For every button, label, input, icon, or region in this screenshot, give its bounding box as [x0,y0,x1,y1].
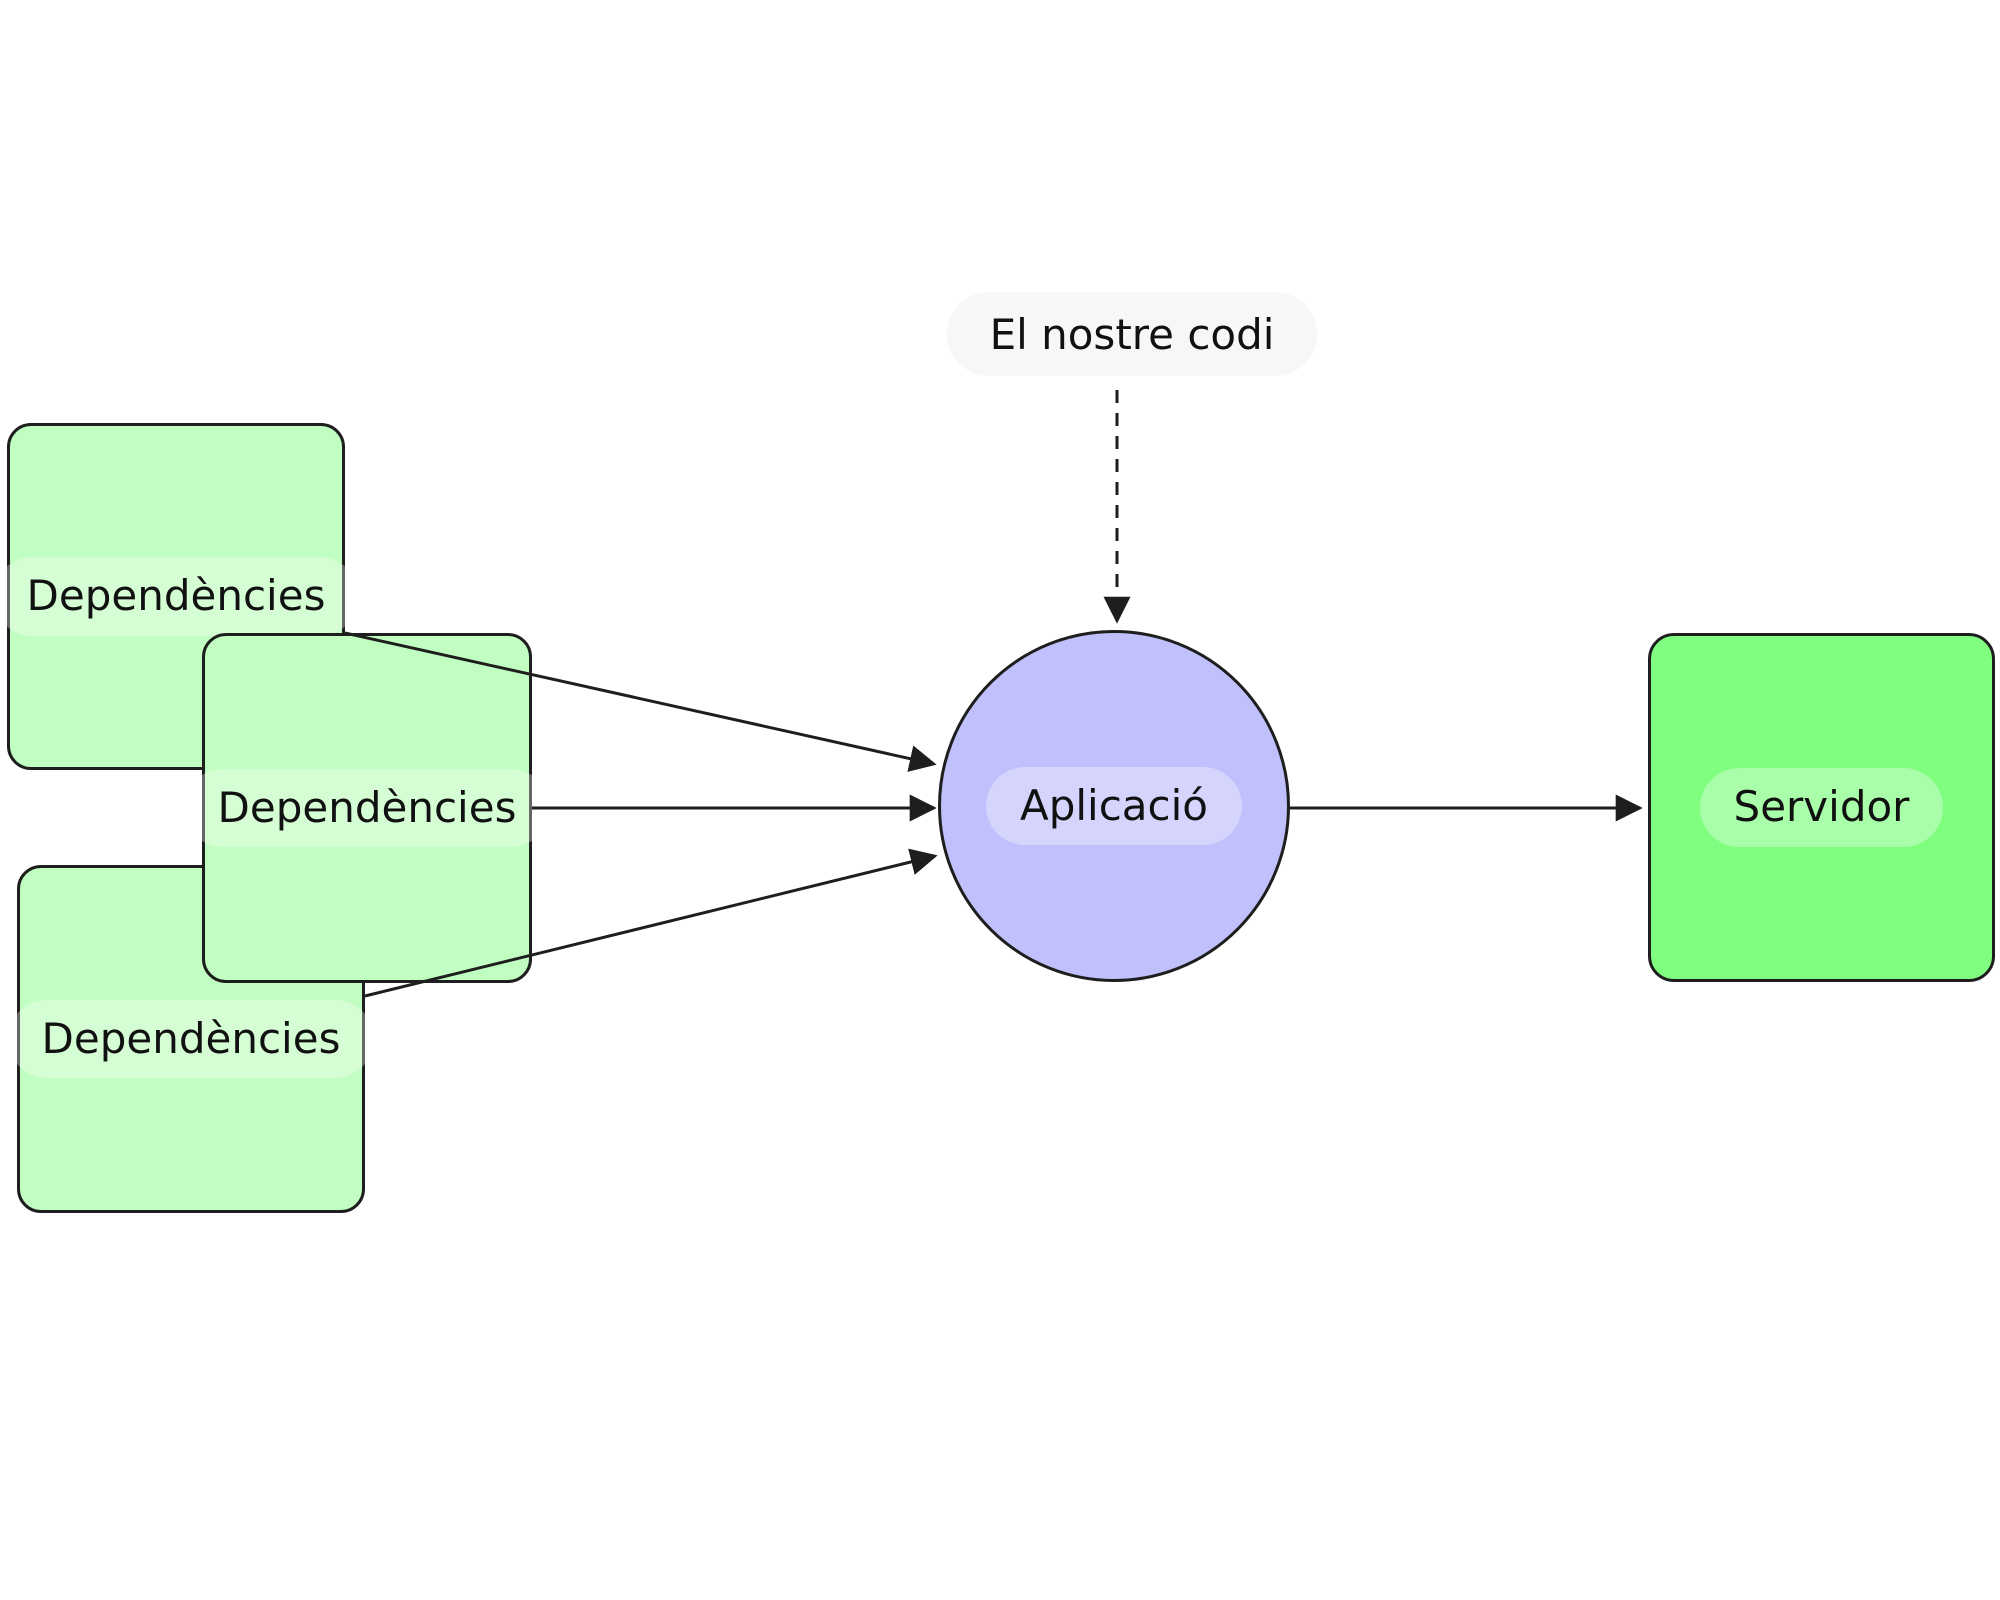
note-label: El nostre codi [989,309,1275,359]
note-el-nostre-codi: El nostre codi [947,292,1317,376]
node-servidor: Servidor [1648,633,1995,982]
node-aplicacio-label: Aplicació [985,766,1242,846]
node-dependencies-1-label: Dependències [0,557,360,636]
node-dependencies-2-label: Dependències [183,768,551,848]
node-dependencies-3-label: Dependències [7,999,375,1079]
node-aplicacio: Aplicació [938,630,1290,982]
node-dependencies-2: Dependències [183,633,551,983]
node-servidor-label: Servidor [1699,768,1944,847]
node-dependencies-1: Dependències [0,423,360,770]
